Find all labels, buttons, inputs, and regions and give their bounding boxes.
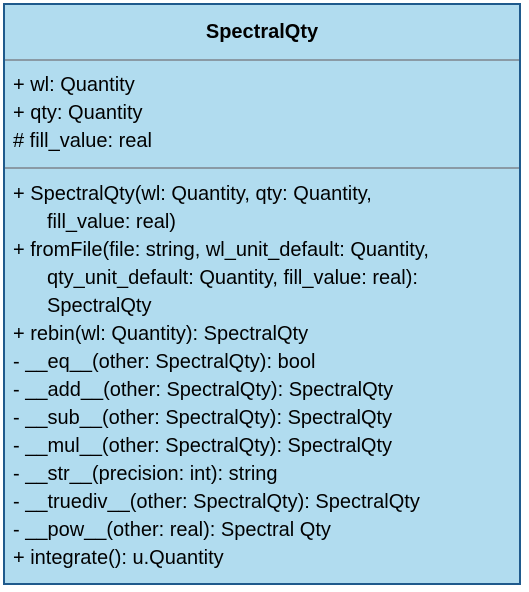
class-name: SpectralQty (205, 21, 319, 43)
operation-continuation-line: fill_value: real) (47, 211, 176, 233)
operation-line: + SpectralQty(wl: Quantity, qty: Quantit… (13, 183, 372, 205)
uml-class-box: SpectralQty + wl: Quantity + qty: Quanti… (3, 3, 521, 585)
operation-line: - __eq__(other: SpectralQty): bool (13, 351, 316, 373)
operation-line: + integrate(): u.Quantity (13, 547, 224, 569)
operation-line: - __pow__(other: real): Spectral Qty (13, 519, 331, 541)
operation-line: - __str__(precision: int): string (13, 463, 278, 485)
operation-line: - __truediv__(other: SpectralQty): Spect… (13, 491, 420, 513)
operation-line: - __sub__(other: SpectralQty): SpectralQ… (13, 407, 393, 429)
operation-line: + rebin(wl: Quantity): SpectralQty (13, 323, 309, 345)
operation-continuation-line: qty_unit_default: Quantity, fill_value: … (47, 267, 418, 289)
operation-line: - __mul__(other: SpectralQty): SpectralQ… (13, 435, 393, 457)
operation-continuation-line: SpectralQty (47, 295, 152, 317)
attributes-divider (5, 167, 519, 169)
attribute-line: # fill_value: real (13, 130, 152, 152)
operation-line: + fromFile(file: string, wl_unit_default… (13, 239, 429, 261)
attributes-section: + wl: Quantity + qty: Quantity # fill_va… (13, 71, 515, 155)
attribute-line: + qty: Quantity (13, 102, 143, 124)
operations-section: + SpectralQty(wl: Quantity, qty: Quantit… (13, 180, 515, 572)
title-divider (5, 59, 519, 61)
attribute-line: + wl: Quantity (13, 74, 135, 96)
operation-line: - __add__(other: SpectralQty): SpectralQ… (13, 379, 394, 401)
